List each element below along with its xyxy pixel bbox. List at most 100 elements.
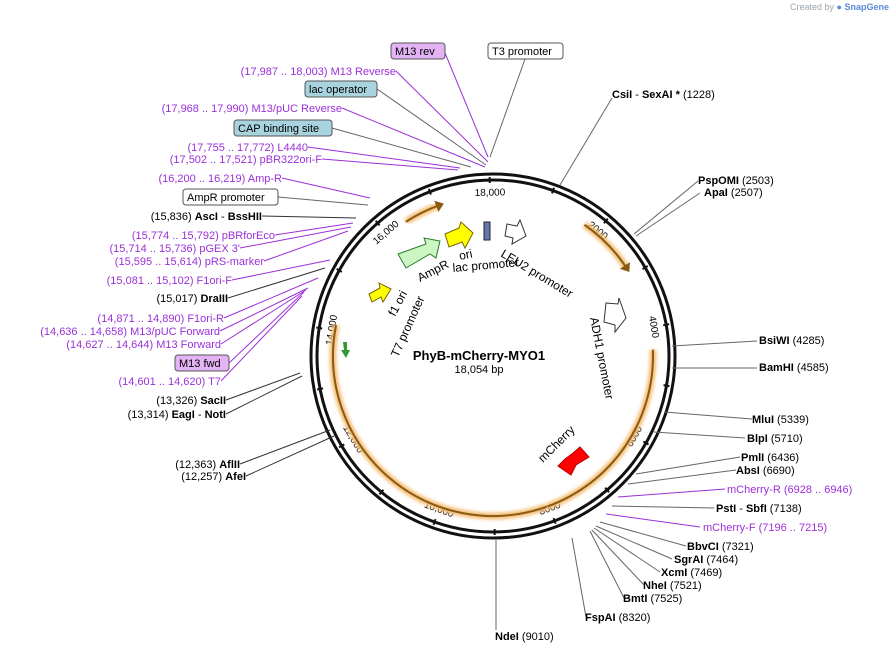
orf-arc-right [546, 349, 654, 508]
left-label-pbrforeco: (15,774 .. 15,792) pBRforEco [132, 230, 275, 242]
leader-pbr322ori [321, 158, 459, 171]
leader-psti [611, 505, 715, 509]
svg-text:T3 promoter: T3 promoter [492, 46, 552, 58]
leader-afei [245, 435, 335, 477]
left-label-aflii: (12,363) AflII [175, 459, 240, 471]
leader-m13-rev [444, 52, 489, 158]
left-label-m13-reverse: (17,987 .. 18,003) M13 Reverse [241, 66, 396, 78]
boxed-label-m13-fwd: M13 fwd [174, 354, 230, 372]
leu2-promoter-label: LEU2 promoter [498, 247, 575, 301]
svg-text:M13 rev: M13 rev [395, 46, 435, 58]
left-label-t7: (14,601 .. 14,620) T7 [118, 376, 221, 388]
leader-amp-r [281, 177, 371, 199]
leader-lines [219, 52, 758, 630]
leader-sgrai [595, 525, 673, 560]
ori-label: ori [458, 246, 474, 262]
left-label-m13-puc-reverse: (17,968 .. 17,990) M13/pUC Reverse [162, 103, 342, 115]
leader-prs-marker [263, 230, 349, 262]
ampr-label: AmpR [415, 257, 451, 285]
leader-f1ori-r [223, 277, 319, 319]
tick-mark [642, 265, 649, 270]
leader-m13-fwd-box [228, 291, 305, 364]
adh1-promoter-arrow [603, 297, 627, 334]
leader-bbvci [599, 521, 687, 547]
right-label-nhei: NheI (7521) [643, 580, 702, 592]
svg-text:AmpR promoter: AmpR promoter [187, 192, 265, 204]
svg-text:M13 fwd: M13 fwd [179, 358, 221, 370]
leader-m13puc-fwd [219, 287, 309, 332]
leader-lac-operator [376, 88, 487, 166]
backbone-outer [309, 172, 677, 540]
leader-l4440 [307, 146, 461, 169]
leader-fspai [571, 537, 587, 618]
right-label-pspomi: PspOMI (2503) [698, 175, 774, 187]
lac-promoter-label: lac promoter [452, 255, 520, 275]
left-label-amp-r: (16,200 .. 16,219) Amp-R [158, 173, 282, 185]
leader-eagi [225, 375, 303, 415]
ori-arrow [444, 221, 474, 250]
left-label-prs-marker: (15,595 .. 15,614) pRS-marker [115, 256, 265, 268]
leader-blpi [653, 431, 746, 439]
right-label-apai: ApaI (2507) [704, 187, 763, 199]
leu2-promoter-arrow [504, 218, 527, 245]
boxed-label-m13-rev: M13 rev [390, 42, 446, 60]
tick-mark [642, 440, 650, 446]
tick-marks [316, 177, 670, 536]
tick-mark [338, 443, 345, 449]
right-label-csii: CsiI - SexAI * (1228) [612, 89, 715, 101]
snapgene-credit: Created by ● SnapGene [790, 2, 889, 12]
right-label-bbvci: BbvCI (7321) [687, 541, 754, 553]
tick-mark [378, 489, 385, 496]
left-label-m13-forward: (14,627 .. 14,644) M13 Forward [66, 339, 221, 351]
tick-mark [552, 517, 557, 525]
left-label-afei: (12,257) AfeI [181, 471, 246, 483]
tick-mark [316, 387, 324, 391]
tick-label: 4000 [646, 315, 661, 339]
tick-label: 18,000 [475, 187, 506, 199]
left-label-sacii: (13,326) SacII [156, 395, 226, 407]
tick-mark [663, 384, 670, 388]
right-label-bmti: BmtI (7525) [623, 593, 682, 605]
lac-operator-mark [483, 221, 491, 241]
plasmid-name: PhyB-mCherry-MYO1 [413, 348, 545, 363]
right-label-psti: PstI - SbfI (7138) [716, 503, 802, 515]
tick-mark [432, 518, 437, 526]
adh1-promoter-label: ADH1 promoter [587, 316, 617, 401]
leader-t7 [220, 295, 303, 382]
tick-mark [551, 187, 555, 194]
right-label-mlui: MluI (5339) [752, 414, 809, 426]
tick-mark [316, 326, 323, 330]
feature-arcs [329, 200, 657, 520]
leader-aflii [239, 429, 331, 465]
f1-ori-arrow [368, 282, 392, 304]
credit-brand: SnapGene [844, 2, 889, 12]
right-label-fspai: FspAI (8320) [585, 612, 650, 624]
inner-feature-arrows [341, 218, 627, 476]
boxed-label-ampr-promoter: AmpR promoter [182, 188, 279, 206]
leader-nhei [591, 529, 645, 586]
leader-pbrforeco [274, 222, 354, 236]
right-label-xcmi: XcmI (7469) [661, 567, 722, 579]
tick-mark [603, 217, 609, 224]
leader-mcherry-r [617, 488, 726, 498]
leader-cap-site [331, 127, 472, 168]
leader-draiii [227, 267, 326, 299]
left-side-labels: (17,987 .. 18,003) M13 Reverse (17,968 ..… [40, 66, 396, 483]
leu2-arc [583, 223, 627, 268]
left-label-eagi: (13,314) EagI - NotI [128, 409, 226, 421]
plasmid-size: 18,054 bp [455, 364, 504, 376]
tick-mark [663, 323, 670, 327]
leader-bmti [589, 530, 625, 599]
right-label-mcherry-f: mCherry-F (7196 .. 7215) [703, 522, 827, 534]
boxed-label-lac-operator: lac operator [304, 80, 378, 98]
right-label-sgrai: SgrAI (7464) [674, 554, 738, 566]
leader-xcmi [593, 527, 661, 573]
leader-absi [627, 469, 737, 485]
mcherry-arrow [557, 446, 590, 476]
svg-text:CAP binding site: CAP binding site [238, 123, 319, 135]
left-label-l4440: (17,755 .. 17,772) L4440 [188, 142, 309, 154]
left-label-m13-puc-forward: (14,636 .. 14,658) M13/pUC Forward [40, 326, 220, 338]
tick-mark [604, 487, 610, 493]
orf-arc-bottom [332, 324, 547, 517]
leader-csii [559, 97, 613, 186]
